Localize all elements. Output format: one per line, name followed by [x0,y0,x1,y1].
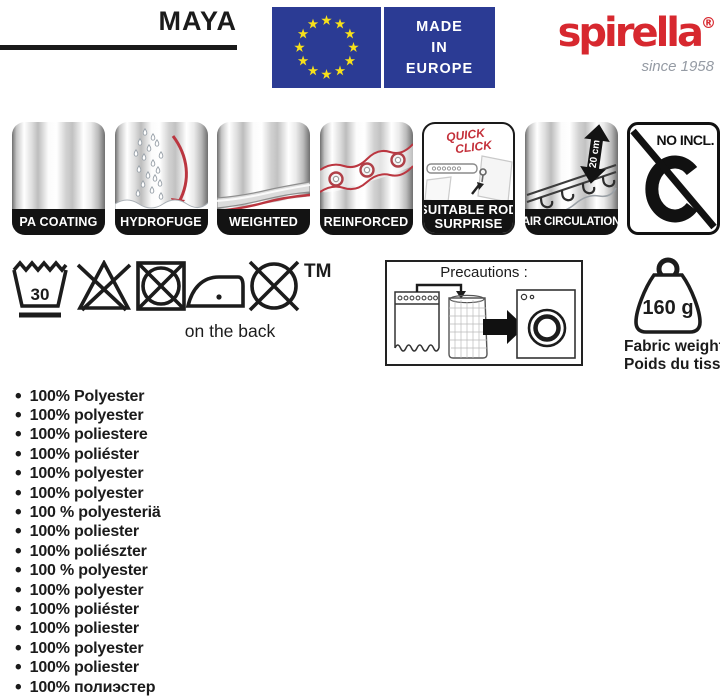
composition-item: 100% polyester [15,581,161,600]
composition-text: 100% poliester [29,523,139,541]
brand-logo: spirella® since 1958 [558,0,716,75]
fabric-weight-labels: Fabric weight Poids du tissu [624,338,720,373]
composition-list: 100% Polyester 100% polyester100% polies… [15,387,161,697]
into-machine-arrow [483,310,525,344]
trademark-text: TM [304,261,331,282]
wash-temperature: 30 [31,285,50,304]
composition-item: 100% полиэстер [15,678,161,697]
precautions-title: Precautions : [440,264,528,281]
feature-tiles-row: PA COATING HYDROFUGE [12,122,720,235]
weight-value: 160 g [642,297,693,319]
composition-text: 100% полиэстер [29,678,156,696]
composition-item: 100% polyester [15,484,161,503]
composition-item: 100 % polyester [15,562,161,581]
iron-dot [216,294,222,300]
feature-tile-no-rings-included: NO INCL. [627,122,720,235]
composition-item: 100% polyester [15,406,161,425]
washing-machine-sketch [516,289,576,359]
composition-item: 100% poliéster [15,600,161,619]
composition-text: 100% polyester [29,484,144,502]
made-in-europe-text: MADE IN EUROPE [384,7,495,88]
fabric-weight-label-en: Fabric weight [624,338,720,355]
brand-tagline: since 1958 [641,58,714,75]
no-dry-clean-icon [248,260,300,312]
curtain-sketch [394,291,440,348]
composition-text: 100% poliéster [29,600,139,618]
no-incl-text: NO INCL. [657,132,714,148]
eu-flag-icon [272,7,384,88]
eyelets-icon [319,143,413,193]
page-title: MAYA [158,6,237,36]
composition-item: 100% poliéster [15,445,161,464]
care-symbols: 30 TM on the back [12,259,342,347]
brand-wordmark: spirella [557,10,704,56]
made-line: IN [431,39,448,56]
rod-distance-text: 20 cm [587,139,602,169]
no-rings-icon: NO INCL. [630,128,717,230]
feature-label: REINFORCED [319,209,413,235]
water-drops-icon [114,128,208,212]
feature-tile-suitable-rod: QUICK CLICK SUITABLE ROD SURPRISE [422,122,515,235]
feature-label-line: SURPRISE [434,215,503,231]
feature-label: PA COATING [12,209,105,235]
feature-label: HYDROFUGE [114,209,208,235]
fabric-weight-block: 160 g [622,256,714,343]
composition-text: 100% poliéster [29,445,139,463]
composition-text: 100% polyester [29,639,144,657]
wash-30-icon [12,260,68,318]
weighted-hem-icon [217,181,310,213]
composition-text: 100% poliester [29,659,139,677]
composition-item: 100% polyester [15,465,161,484]
feature-label: WEIGHTED [217,209,310,235]
care-note: on the back [185,321,276,341]
composition-text: 100 % polyesteriä [29,504,161,522]
feature-label: AIR CIRCULATION [524,209,618,235]
header-left: MAYA [0,6,237,37]
feature-tile-air-circulation: 20 cm AIR CIRCULATION [524,122,618,235]
composition-item: 100 % polyesteriä [15,503,161,522]
composition-text: 100% polyester [29,465,144,483]
composition-text: 100% polyester [29,407,144,425]
feature-tile-weighted: WEIGHTED [217,122,310,235]
composition-text: 100% poliészter [29,542,147,560]
composition-text: 100% poliestere [29,426,148,444]
fabric-weight-label-fr: Poids du tissu [624,355,720,373]
composition-item: 100% poliészter [15,542,161,561]
registered-trademark-icon: ® [701,14,716,32]
feature-tile-pa-coating: PA COATING [12,122,105,235]
composition-text: 100% Polyester [29,387,145,405]
weight-icon: 160 g [634,257,702,334]
feature-tile-reinforced: REINFORCED [319,122,413,235]
made-in-europe-badge: MADE IN EUROPE [272,7,495,88]
transfer-arrow [415,283,463,292]
mesh-bag-sketch [448,294,488,359]
composition-item: 100% poliester [15,523,161,542]
quick-click-text: QUICK [445,126,486,145]
composition-item: 100% poliester [15,658,161,677]
precautions-box: Precautions : [385,260,583,366]
made-line: MADE [416,18,463,35]
title-underline [0,45,237,50]
no-bleach-icon [76,259,132,312]
composition-item: 100% polyester [15,639,161,658]
composition-item: 100% poliestere [15,426,161,445]
feature-label: SUITABLE ROD SURPRISE [424,200,513,233]
quick-click-text: CLICK [454,138,493,157]
iron-low-icon [185,275,245,308]
composition-text: 100% polyester [29,581,144,599]
composition-text: 100 % polyester [29,562,148,580]
feature-tile-hydrofuge: HYDROFUGE [114,122,208,235]
composition-item: 100% poliester [15,620,161,639]
no-tumble-dry-icon [136,261,186,311]
composition-item: 100% Polyester [15,387,161,406]
feature-label-line: SUITABLE ROD [422,202,515,217]
made-line: EUROPE [405,60,474,77]
brand-name: spirella® [558,0,716,56]
quick-click-icon: QUICK CLICK [424,126,513,203]
precautions-illustration [394,283,576,359]
composition-text: 100% poliester [29,620,139,638]
